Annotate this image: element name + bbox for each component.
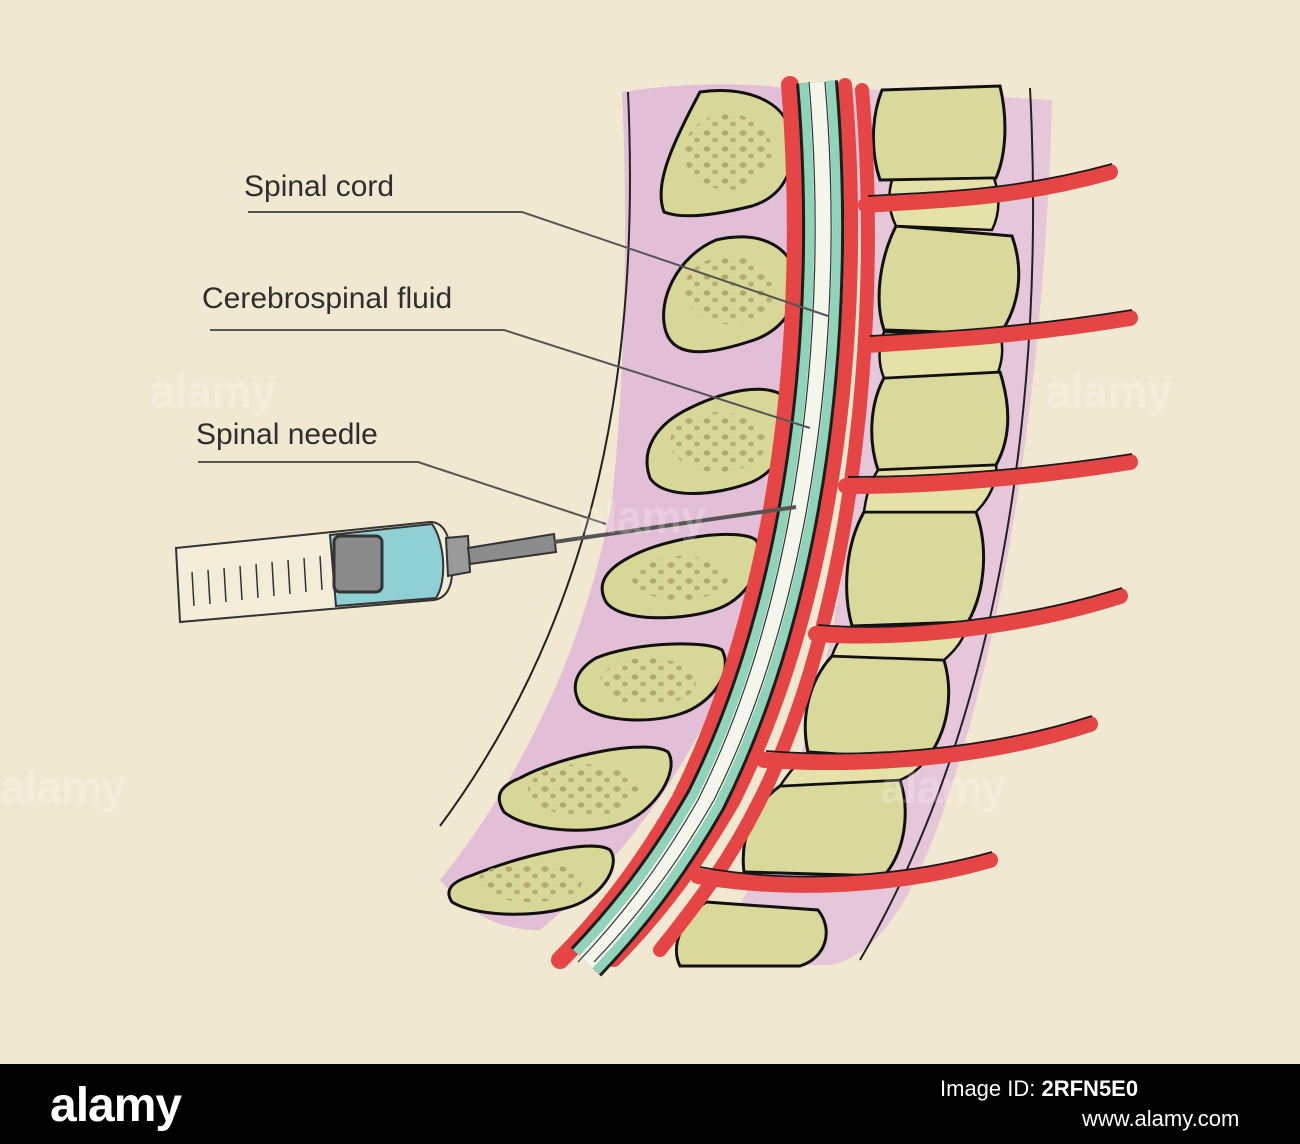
- bone-texture: [478, 114, 776, 902]
- stock-footer-bar: alamy Image ID: 2RFN5E0 www.alamy.com: [0, 1064, 1300, 1144]
- watermark-center: alamy: [580, 491, 706, 543]
- syringe-needle: [553, 505, 797, 544]
- spinal-cord-shape: [579, 81, 833, 969]
- footer-site-url: www.alamy.com: [1082, 1106, 1240, 1131]
- label-spinal-needle: Spinal needle: [196, 418, 378, 451]
- syringe-plunger: [332, 534, 384, 594]
- needle-leader: [198, 461, 607, 525]
- syringe: [174, 505, 797, 624]
- posterior-contour: [439, 91, 631, 827]
- arteries: [653, 83, 1138, 957]
- footer-image-id-value: 2RFN5E0: [1041, 1076, 1139, 1101]
- watermark-lower-right: alamy: [880, 761, 1006, 813]
- footer-brand-logo: alamy: [50, 1079, 182, 1132]
- footer-image-id: Image ID: 2RFN5E0: [940, 1076, 1138, 1102]
- red-dura-inner: [607, 78, 859, 967]
- spinal-cord-leader: [248, 211, 829, 317]
- watermark-left: alamy: [150, 365, 276, 417]
- footer-image-id-label: Image ID:: [940, 1076, 1036, 1101]
- label-spinal-cord: Spinal cord: [244, 170, 395, 203]
- anterior-contour: [859, 87, 1035, 961]
- vertebral-bodies: [675, 84, 1021, 968]
- spine-illustration: [174, 76, 1138, 977]
- leader-lines: [198, 211, 829, 525]
- artery-outlines: [699, 163, 1133, 878]
- watermark-lower-left: alamy: [0, 761, 126, 813]
- label-csf: Cerebrospinal fluid: [202, 282, 453, 315]
- csf-leader: [210, 329, 811, 429]
- watermark-right: alamy: [1046, 365, 1172, 417]
